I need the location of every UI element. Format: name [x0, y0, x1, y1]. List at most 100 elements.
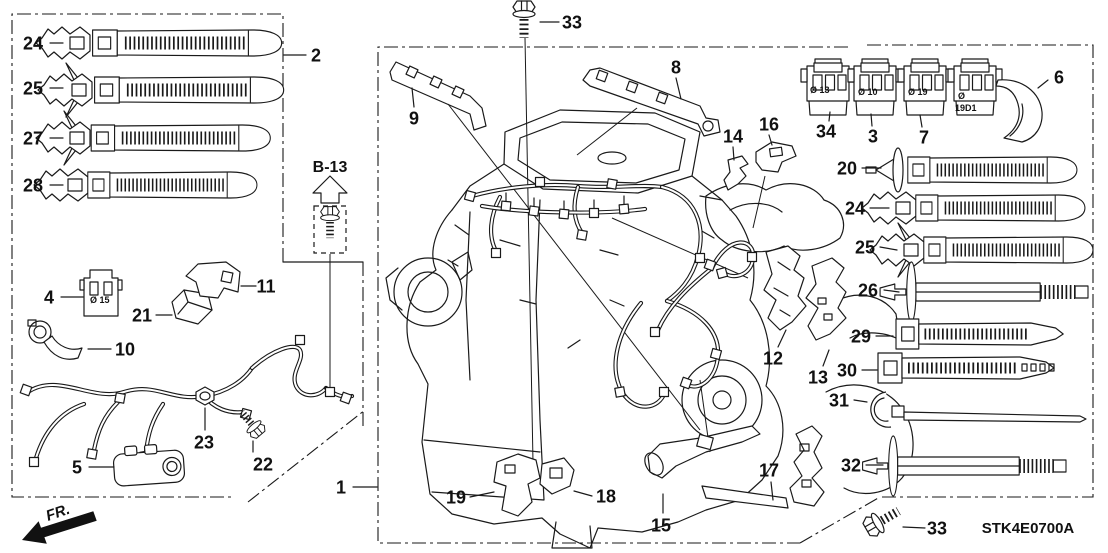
- cable-tie-20: [865, 147, 1077, 193]
- b13-bolt-box: [313, 205, 347, 254]
- clip-18: [539, 457, 575, 495]
- connector-3: Ø 10: [847, 58, 903, 116]
- callout-34: 34: [816, 122, 836, 142]
- right-parts-box: [867, 44, 1094, 498]
- callout-3: 3: [868, 127, 878, 147]
- leader-line-19: [469, 491, 495, 498]
- callout-29: 29: [851, 327, 871, 347]
- protector-5: [112, 444, 186, 487]
- right-box-parts: Ø 13 Ø 10 Ø 19 Ø 19D1: [800, 58, 1093, 496]
- leader-line-31: [853, 399, 868, 403]
- callout-16: 16: [759, 115, 779, 135]
- b13-bolt: [321, 207, 340, 238]
- grommet-10: [27, 319, 83, 360]
- box-connector-diagonal-right: [799, 496, 881, 544]
- cable-tie-28-left: [33, 169, 257, 201]
- leader-line-13: [822, 349, 830, 367]
- callout-31: 31: [829, 391, 849, 411]
- callout-33: 33: [562, 13, 582, 33]
- callout-27: 27: [23, 129, 43, 149]
- leader-line-3: [870, 113, 873, 127]
- connector-6-size-a: Ø: [958, 91, 965, 101]
- leader-line-16: [768, 134, 773, 146]
- leader-line-12: [777, 329, 787, 348]
- callout-28: 28: [23, 176, 43, 196]
- clip-16: [755, 141, 797, 173]
- connector-6-boot: [995, 79, 1043, 143]
- harness-clips-and-stays: [493, 141, 847, 517]
- leader-line-9: [411, 87, 415, 108]
- connector-6-size-b: 19D1: [955, 103, 977, 113]
- callout-23: 23: [194, 433, 214, 453]
- flat-tie-30: [878, 353, 1054, 383]
- callout-26: 26: [858, 281, 878, 301]
- cable-tie-25-left: [37, 62, 284, 118]
- diagram-part-code: STK4E0700A: [982, 520, 1075, 537]
- reference-boxes: [11, 13, 1094, 544]
- callout-14: 14: [723, 127, 743, 147]
- callout-15: 15: [651, 516, 671, 536]
- alternator: [393, 257, 463, 327]
- connector-7-size: Ø 19: [908, 87, 928, 97]
- harness-bracket-8: [582, 67, 721, 137]
- front-direction-indicator: FR.: [22, 501, 97, 544]
- callout-19: 19: [446, 488, 466, 508]
- engine-wire-harness: [463, 176, 758, 407]
- callout-5: 5: [72, 458, 82, 478]
- leader-line-25: [879, 246, 898, 251]
- leader-line-14: [732, 146, 735, 161]
- callout-33: 33: [927, 519, 947, 539]
- holder-12: [763, 245, 807, 331]
- clamp-31: [870, 391, 1087, 428]
- connector-3-size: Ø 10: [858, 87, 878, 97]
- bolt-33-bottom: [861, 501, 904, 539]
- cable-tie-24-left: [35, 27, 282, 59]
- front-arrow-icon: [22, 511, 97, 544]
- main-harness-box: [377, 46, 848, 544]
- push-tie-26: [880, 262, 1088, 322]
- callout-7: 7: [919, 128, 929, 148]
- leader-line-6: [1037, 79, 1049, 89]
- callout-24: 24: [23, 34, 43, 54]
- leader-line-18: [573, 490, 593, 497]
- callout-32: 32: [841, 456, 861, 476]
- callout-22: 22: [253, 455, 273, 475]
- callout-1: 1: [336, 478, 346, 498]
- clip-21: [171, 289, 213, 325]
- callout-25: 25: [855, 238, 875, 258]
- leader-line-33: [902, 526, 926, 529]
- connector-6: Ø 19D1: [947, 58, 1043, 143]
- callout-21: 21: [132, 306, 152, 326]
- bolt-33-top: [513, 1, 535, 38]
- nut-23: [195, 386, 215, 406]
- harness-bracket-9: [389, 61, 487, 131]
- callout-30: 30: [837, 361, 857, 381]
- cable-tie-25-right: [869, 222, 1093, 278]
- clip-14: [723, 155, 749, 191]
- callout-12: 12: [763, 349, 783, 369]
- leader-line-34: [828, 111, 831, 122]
- clip-19: [493, 453, 541, 517]
- stay-15: [647, 425, 761, 479]
- front-label: FR.: [44, 501, 72, 525]
- callout-24: 24: [845, 199, 865, 219]
- b13-label: B-13: [313, 159, 348, 176]
- callout-20: 20: [837, 159, 857, 179]
- callout-6: 6: [1054, 68, 1064, 88]
- b13-reference: B-13: [312, 159, 348, 388]
- connector-4-size: Ø 15: [90, 295, 110, 305]
- callout-9: 9: [409, 109, 419, 129]
- leader-line-33-top: [524, 37, 534, 463]
- stay-17: [701, 485, 789, 509]
- connector-4: Ø 15: [79, 269, 123, 317]
- clip-11: [185, 261, 241, 299]
- callout-2: 2: [311, 46, 321, 66]
- callout-11: 11: [256, 277, 275, 297]
- connector-34-size: Ø 13: [810, 85, 830, 95]
- leader-line-7: [919, 114, 923, 128]
- b13-up-arrow: [312, 175, 348, 204]
- callout-17: 17: [759, 461, 779, 481]
- callout-8: 8: [671, 58, 681, 78]
